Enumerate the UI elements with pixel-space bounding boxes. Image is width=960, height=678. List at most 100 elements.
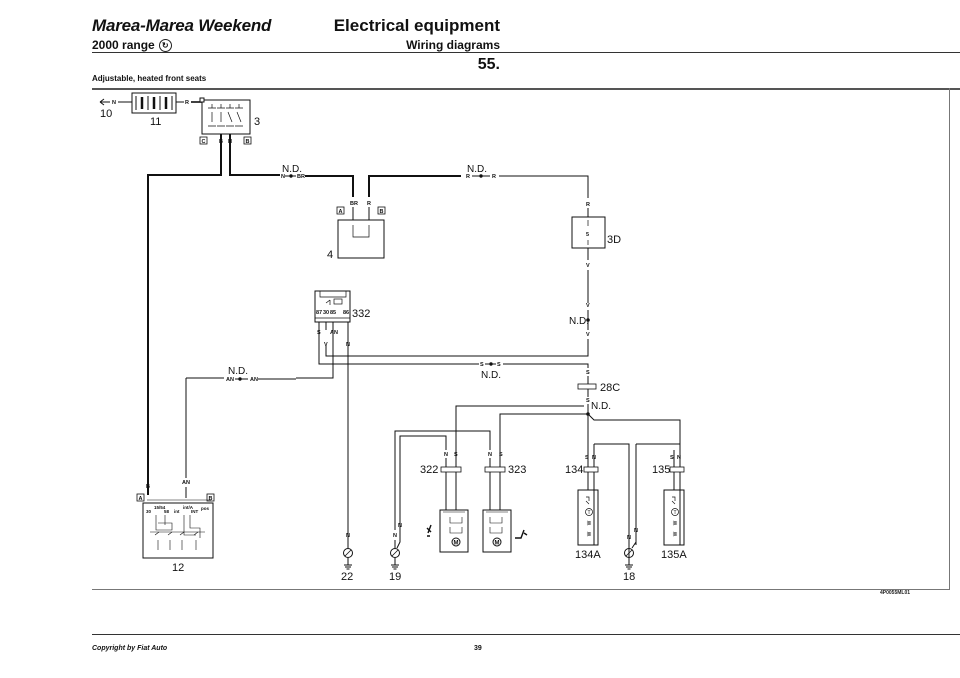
connector-28c: 28C S N.D. bbox=[455, 382, 681, 450]
wire-label: B bbox=[146, 484, 150, 490]
connector-b: B bbox=[380, 209, 384, 215]
wire-label: V bbox=[586, 332, 590, 338]
wire-label: N bbox=[393, 533, 397, 539]
wire-label: int/A bbox=[183, 505, 194, 510]
section-number: 55. bbox=[477, 56, 500, 73]
header-rule bbox=[92, 52, 960, 53]
fuse-3d: R 5 3D V V N.D. V bbox=[325, 202, 621, 357]
splice-label: N.D. bbox=[569, 316, 589, 327]
wire-label: N bbox=[634, 528, 638, 534]
wire-label: S bbox=[480, 362, 484, 368]
seat-motor-322: N S 322 M bbox=[420, 450, 469, 553]
wire-label: R bbox=[492, 174, 496, 180]
seat-heater-135: S N 135 T 135A bbox=[635, 443, 687, 561]
seat-motor-323: N S 323 M bbox=[482, 450, 528, 553]
fuse-value: 5 bbox=[586, 232, 589, 238]
ground-point-22: N 22 bbox=[341, 533, 353, 583]
splice-nd-1: N.D. N BR bbox=[281, 164, 354, 197]
wire-label: AN bbox=[330, 330, 338, 336]
motor-icon: M bbox=[495, 541, 500, 547]
wire-label: N bbox=[444, 452, 448, 458]
wire-label: 58 bbox=[164, 509, 170, 514]
wire-label: N.D. bbox=[481, 370, 501, 381]
component-label-3: 3 bbox=[254, 116, 260, 128]
wire-label: int bbox=[174, 509, 180, 514]
wire-label: N.D. bbox=[228, 366, 248, 377]
wire-label: S bbox=[585, 455, 589, 461]
section-subtitle: Wiring diagrams bbox=[406, 38, 500, 52]
wire-label: BR bbox=[350, 201, 358, 207]
copyright-text: Copyright by Fiat Auto bbox=[92, 645, 168, 652]
wire-label: INT bbox=[191, 509, 199, 514]
ground-10: N 10 bbox=[99, 98, 132, 120]
ground-point-19: N N 19 bbox=[389, 523, 402, 583]
component-label-19: 19 bbox=[389, 571, 401, 583]
connector-a: A bbox=[139, 496, 143, 502]
main-feed-wires bbox=[147, 134, 280, 495]
model-range: 2000 range ↻ bbox=[92, 38, 172, 52]
wire-label: 86 bbox=[343, 310, 349, 316]
wire-label: pos bbox=[201, 506, 209, 511]
circular-arrow-icon: ↻ bbox=[158, 38, 172, 52]
wire-label: N.D. bbox=[591, 401, 611, 412]
wire-label: R bbox=[586, 202, 590, 208]
wire-label: R bbox=[466, 174, 470, 180]
wire-label: N.D. bbox=[467, 164, 487, 175]
footer-rule bbox=[92, 634, 960, 635]
ground-wires-19 bbox=[394, 430, 491, 530]
wire-label: BR bbox=[297, 174, 305, 180]
wire-label: 85 bbox=[330, 310, 336, 316]
connector-c: C bbox=[202, 139, 206, 145]
diagram-caption: Adjustable, heated front seats bbox=[92, 74, 207, 83]
wire-label: S bbox=[586, 398, 590, 404]
wire-label: S bbox=[497, 362, 501, 368]
page-number: 39 bbox=[474, 645, 482, 652]
wire-label: AN bbox=[182, 480, 190, 486]
motor-icon: M bbox=[454, 541, 459, 547]
wire-label: N bbox=[346, 533, 350, 539]
component-label-135: 135 bbox=[652, 464, 670, 476]
component-label-12: 12 bbox=[172, 562, 184, 574]
component-label-134a: 134A bbox=[575, 549, 601, 561]
diagram-frame bbox=[92, 88, 950, 590]
wire-label: 30 bbox=[323, 310, 329, 316]
section-title: Electrical equipment bbox=[333, 16, 500, 35]
splice-nd-3: S S N.D. S bbox=[480, 362, 590, 384]
wire-label: V bbox=[586, 303, 590, 309]
ground-point-18: N N 18 bbox=[623, 528, 638, 583]
component-label-3d: 3D bbox=[607, 234, 621, 246]
component-label-4: 4 bbox=[327, 249, 333, 261]
seat-heater-134: S N 134 T 134A bbox=[565, 443, 630, 565]
component-label-134: 134 bbox=[565, 464, 583, 476]
component-label-18: 18 bbox=[623, 571, 635, 583]
connector-b: B bbox=[246, 139, 250, 145]
wire-label: N bbox=[627, 535, 631, 541]
wiring-diagram: N 10 11 R 3 C B B N bbox=[99, 92, 687, 583]
switch-12: AN N.D. AN AN B A B 30 15/54 58 int int/… bbox=[136, 366, 296, 574]
connector-a: A bbox=[339, 209, 343, 215]
component-label-11: 11 bbox=[150, 116, 161, 128]
wire-label: S bbox=[670, 455, 674, 461]
component-label-323: 323 bbox=[508, 464, 526, 476]
wire-label: S bbox=[499, 452, 503, 458]
wire-label: 87 bbox=[316, 310, 322, 316]
drawing-reference-code: 4P0055ML01 bbox=[880, 590, 911, 596]
model-range-text: 2000 range bbox=[92, 38, 155, 52]
caption-rule bbox=[92, 88, 960, 90]
seat-adjust-icon bbox=[515, 529, 528, 539]
svg-text:T: T bbox=[674, 510, 677, 516]
wire-label: V bbox=[586, 263, 590, 269]
component-label-332: 332 bbox=[352, 308, 370, 320]
component-label-135a: 135A bbox=[661, 549, 687, 561]
wire-label: S bbox=[586, 370, 590, 376]
component-label-22: 22 bbox=[341, 571, 353, 583]
wire-label: N bbox=[112, 100, 116, 106]
wire-label: N bbox=[677, 455, 681, 461]
component-label-322: 322 bbox=[420, 464, 438, 476]
seat-adjust-icon bbox=[426, 524, 432, 537]
relay-332: 87 30 85 86 332 S AN V N bbox=[296, 290, 479, 548]
wire-label: AN bbox=[250, 377, 258, 383]
wire-label: N bbox=[398, 523, 402, 529]
splice-label: N.D. bbox=[282, 164, 302, 175]
component-label-10: 10 bbox=[100, 108, 112, 120]
